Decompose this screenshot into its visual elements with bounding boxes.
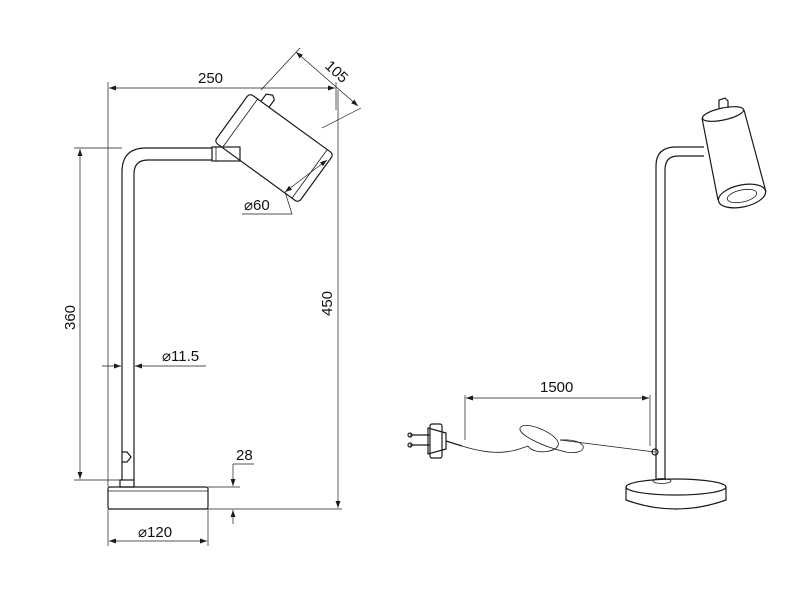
cable <box>461 425 656 453</box>
dim-11-5: ⌀11.5 <box>102 348 206 369</box>
dim-label-105: 105 <box>321 57 351 86</box>
dim-360: 360 <box>62 147 122 481</box>
plug <box>407 423 463 459</box>
dim-label-450: 450 <box>319 291 336 316</box>
dim-label-11-5: ⌀11.5 <box>162 348 199 365</box>
dim-label-28: 28 <box>236 447 253 464</box>
perspective-base <box>625 478 727 510</box>
lamp-base <box>107 479 209 510</box>
perspective-view: 1500 <box>407 97 767 510</box>
dim-28: 28 <box>208 447 254 524</box>
side-view: 250 105 ⌀60 360 450 <box>62 47 362 546</box>
dim-label-250: 250 <box>198 70 223 87</box>
lamp-head <box>215 93 333 202</box>
dim-label-360: 360 <box>62 305 79 330</box>
dim-250: 250 <box>107 70 337 487</box>
dim-label-60: ⌀60 <box>244 197 270 214</box>
dim-120: ⌀120 <box>107 509 209 546</box>
lamp-stem <box>121 146 241 480</box>
perspective-stem <box>651 146 704 480</box>
dim-label-120: ⌀120 <box>138 524 172 541</box>
dim-1500: 1500 <box>464 379 651 446</box>
dim-60: ⌀60 <box>242 159 328 215</box>
dim-450: 450 <box>208 90 342 510</box>
dim-label-1500: 1500 <box>540 379 573 396</box>
perspective-head <box>701 97 767 209</box>
